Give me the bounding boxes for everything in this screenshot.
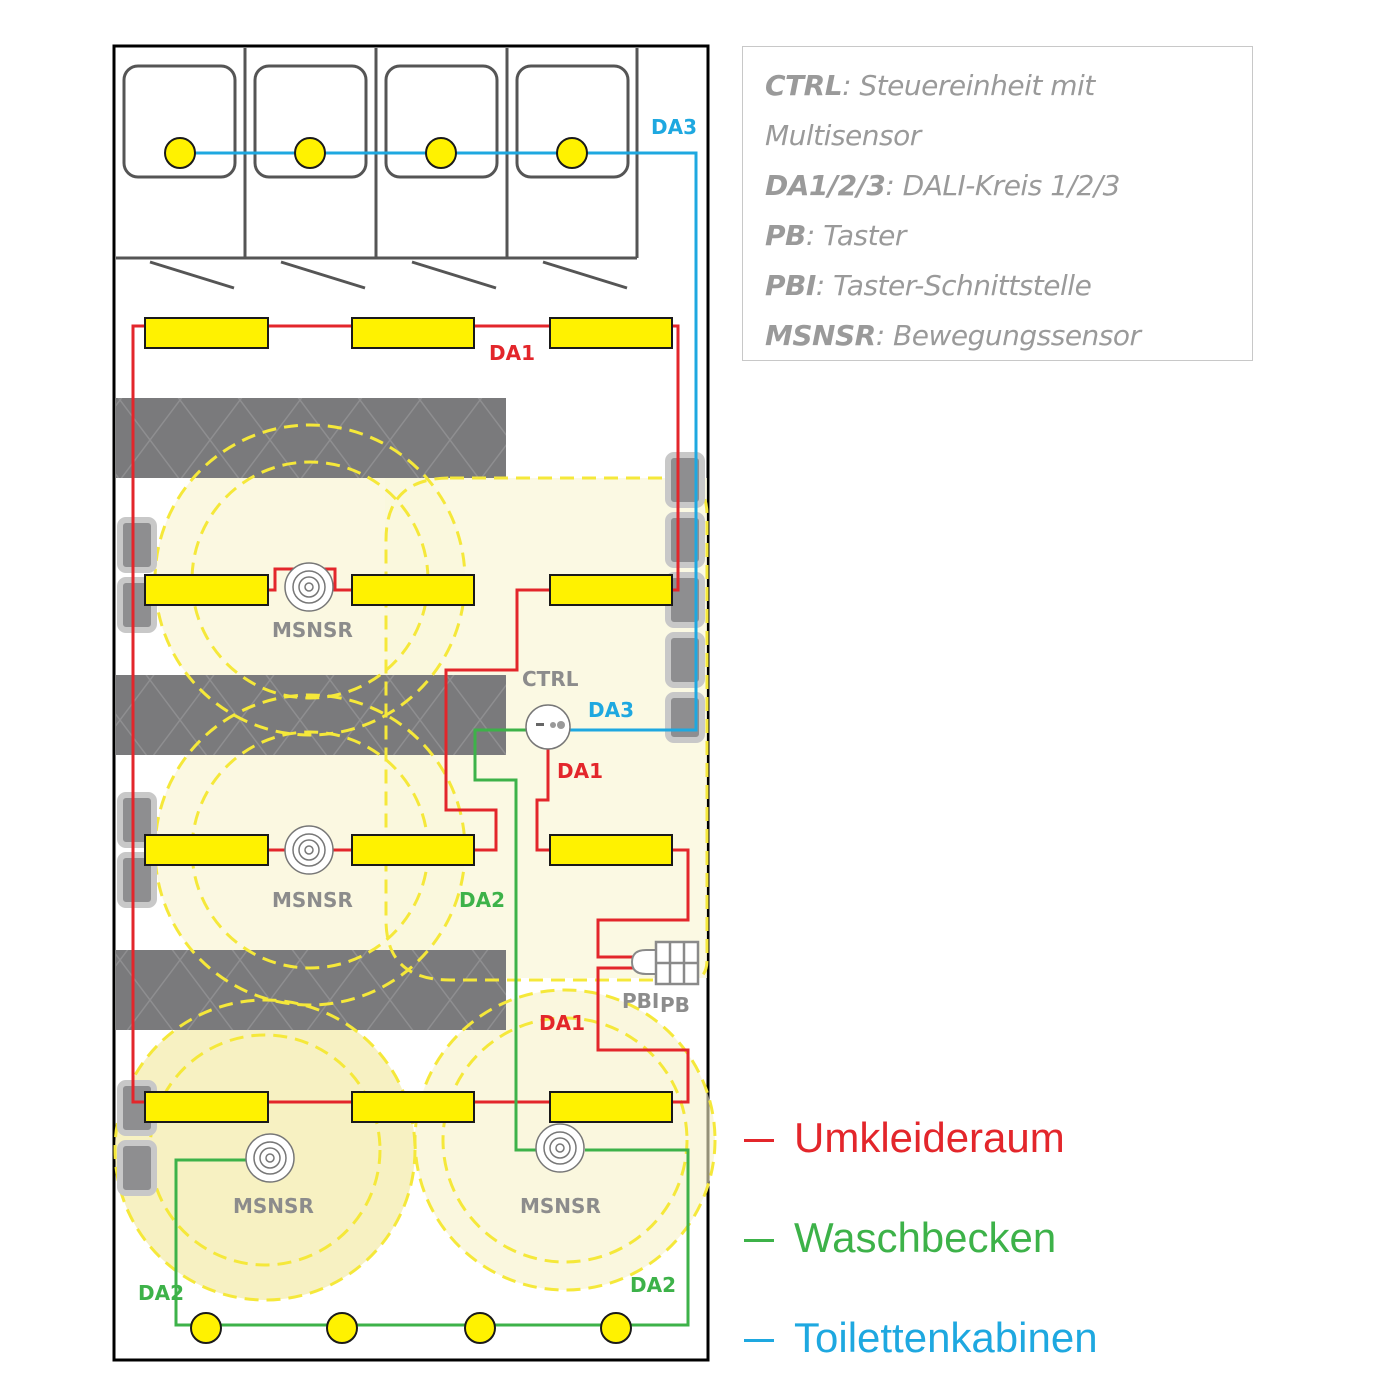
legend-row: CTRL: Steuereinheit mit (765, 69, 1095, 102)
bench-2 (116, 675, 506, 755)
downlight (464, 1312, 496, 1344)
toilet-1 (122, 64, 237, 179)
push-button-icon (654, 940, 700, 986)
locker-left-6 (117, 1140, 157, 1196)
motion-sensors (245, 562, 585, 1183)
pb-label: PB (660, 993, 690, 1017)
luminaire (549, 317, 673, 349)
downlight (326, 1312, 358, 1344)
motion-sensor-icon (535, 1123, 585, 1173)
motion-sensor-icon (284, 825, 334, 875)
legend-row: DA1/2/3: DALI-Kreis 1/2/3 (765, 169, 1120, 202)
legend-line-icon (744, 1239, 774, 1243)
luminaire (351, 317, 475, 349)
da2-right-label: DA2 (630, 1273, 676, 1297)
legend-row: Multisensor (765, 119, 921, 152)
msnsr-label: MSNSR (233, 1194, 314, 1218)
da1-ctrl-label: DA1 (557, 759, 603, 783)
luminaires (144, 317, 673, 1123)
da2-label: DA2 (459, 888, 505, 912)
luminaire (351, 1091, 475, 1123)
circuit-label: Umkleideraum (794, 1114, 1065, 1161)
da2-left-label: DA2 (138, 1281, 184, 1305)
da3-ctrl-label: DA3 (588, 698, 634, 722)
luminaire (549, 834, 673, 866)
circuit-legend-toilettenkabinen: Toilettenkabinen (744, 1315, 1098, 1361)
locker-left-3 (117, 792, 157, 848)
control-unit-icon (525, 704, 571, 750)
circuit-label: Waschbecken (794, 1214, 1057, 1261)
downlight (556, 137, 588, 169)
circuit-legend-umkleideraum: Umkleideraum (744, 1115, 1065, 1161)
door-1 (149, 260, 235, 290)
luminaire (351, 834, 475, 866)
luminaire (351, 574, 475, 606)
toilet-4 (515, 64, 630, 179)
pbi-label: PBI (622, 989, 659, 1013)
downlight (164, 137, 196, 169)
circuit-legend-waschbecken: Waschbecken (744, 1215, 1056, 1261)
luminaire (144, 574, 269, 606)
luminaire (144, 834, 269, 866)
luminaire (144, 317, 269, 349)
luminaire (144, 1091, 269, 1123)
legend-row: MSNSR: Bewegungssensor (765, 319, 1141, 352)
motion-sensor-icon (284, 562, 334, 612)
luminaire (549, 574, 673, 606)
abbreviation-legend: CTRL: Steuereinheit mit Multisensor DA1/… (742, 46, 1253, 361)
benches (116, 398, 506, 1030)
msnsr-label: MSNSR (272, 888, 353, 912)
circuit-label: Toilettenkabinen (794, 1314, 1098, 1361)
locker-left-4 (117, 852, 157, 908)
legend-row: PBI: Taster-Schnittstelle (765, 269, 1092, 302)
legend-row: PB: Taster (765, 219, 906, 252)
door-4 (542, 260, 628, 290)
door-3 (411, 260, 497, 290)
downlight (294, 137, 326, 169)
luminaire (549, 1091, 673, 1123)
push-button-interface-icon (630, 949, 657, 975)
toilet-3 (384, 64, 499, 179)
downlights (164, 137, 632, 1344)
toilet-2 (253, 64, 368, 179)
legend-line-icon (744, 1339, 774, 1343)
legend-line-icon (744, 1139, 774, 1143)
downlight (600, 1312, 632, 1344)
da3-label: DA3 (651, 115, 697, 139)
da2-wiring (174, 728, 690, 1327)
bench-1 (116, 398, 506, 478)
downlight (190, 1312, 222, 1344)
locker-right-4 (665, 632, 705, 688)
motion-sensor-icon (245, 1133, 295, 1183)
msnsr-label: MSNSR (520, 1194, 601, 1218)
locker-left-1 (117, 517, 157, 573)
door-2 (280, 260, 366, 290)
downlight (425, 137, 457, 169)
ctrl-label: CTRL (522, 667, 579, 691)
da1-label: DA1 (489, 341, 535, 365)
msnsr-label: MSNSR (272, 618, 353, 642)
bench-3 (116, 950, 506, 1030)
da1-bottom-label: DA1 (539, 1011, 585, 1035)
